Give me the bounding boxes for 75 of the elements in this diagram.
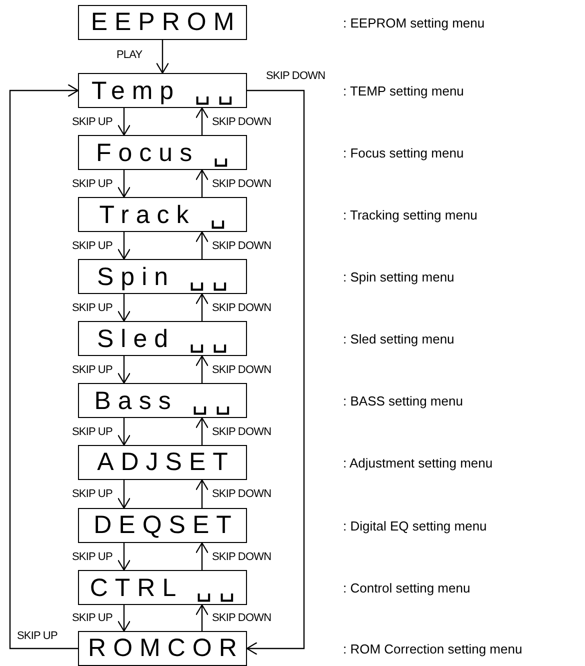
menu-description: : EEPROM setting menu — [343, 15, 485, 30]
menu-description: : TEMP setting menu — [343, 83, 464, 98]
arrow — [117, 480, 131, 509]
arrow — [117, 543, 131, 571]
arrow — [117, 294, 131, 322]
menu-box — [78, 73, 247, 108]
edge-label: SKIP UP — [72, 426, 112, 438]
menu-description: : Control setting menu — [343, 580, 470, 595]
menu-display-text: Temp ␣␣ — [90, 76, 241, 106]
menu-box — [78, 135, 247, 170]
menu-description: : ROM Correction setting menu — [343, 641, 522, 656]
menu-display-text: EEPROM — [90, 8, 242, 37]
menu-box — [78, 5, 247, 40]
edge-label: SKIP UP — [72, 612, 112, 624]
arrow — [195, 107, 209, 135]
menu-display-text: Focus ␣ — [94, 138, 236, 168]
edge-label: SKIP DOWN — [212, 364, 272, 376]
edge-label: SKIP UP — [72, 488, 112, 500]
edge-label: SKIP DOWN — [212, 240, 272, 252]
arrow — [117, 170, 131, 198]
arrow — [195, 355, 209, 383]
edge-label: PLAY — [116, 49, 142, 61]
menu-box — [78, 259, 247, 294]
arrow — [195, 169, 209, 197]
edge-label: SKIP UP — [72, 240, 112, 252]
menu-display-text: Bass ␣␣ — [93, 386, 238, 416]
edge-label: SKIP UP — [72, 178, 112, 190]
edge-label: SKIP DOWN — [212, 488, 272, 500]
edge-label: SKIP DOWN — [212, 178, 272, 190]
menu-display-text: Sled ␣␣ — [96, 324, 235, 354]
arrow — [9, 84, 79, 650]
edge-label: SKIP UP — [72, 116, 112, 128]
arrow — [156, 40, 170, 74]
menu-description: : Focus setting menu — [343, 145, 464, 160]
arrow — [246, 90, 305, 656]
arrow — [195, 479, 209, 508]
edge-label: SKIP DOWN — [212, 116, 272, 128]
arrow — [117, 356, 131, 384]
menu-box — [78, 570, 247, 605]
edge-label: SKIP DOWN — [212, 612, 272, 624]
arrow — [195, 604, 209, 631]
menu-box — [78, 445, 247, 480]
menu-box — [78, 508, 247, 543]
arrow — [195, 293, 209, 321]
arrow — [117, 605, 131, 632]
arrow — [195, 417, 209, 445]
edge-label: SKIP DOWN — [212, 302, 272, 314]
menu-description: : Sled setting menu — [343, 331, 454, 346]
menu-description: : Tracking setting menu — [343, 207, 478, 222]
arrow — [117, 108, 131, 136]
arrow — [117, 418, 131, 446]
edge-label: SKIP DOWN — [266, 70, 326, 82]
edge-label: SKIP UP — [72, 302, 112, 314]
menu-display-text: Track ␣ — [98, 200, 233, 230]
edge-label: SKIP UP — [72, 550, 112, 562]
edge-label: SKIP DOWN — [212, 426, 272, 438]
menu-description: : Digital EQ setting menu — [343, 518, 487, 533]
menu-description: : Spin setting menu — [343, 269, 454, 284]
edge-label: SKIP DOWN — [212, 550, 272, 562]
menu-box — [78, 383, 247, 418]
arrow — [195, 542, 209, 570]
menu-box — [78, 631, 247, 666]
menu-description: : Adjustment setting menu — [343, 455, 493, 470]
arrow — [195, 231, 209, 259]
menu-box — [78, 321, 247, 356]
menu-display-text: DEQSET — [92, 511, 238, 540]
arrow — [117, 232, 131, 260]
menu-display-text: ADJSET — [96, 448, 235, 477]
menu-description: : BASS setting menu — [343, 393, 463, 408]
edge-label: SKIP UP — [72, 364, 112, 376]
menu-display-text: CTRL ␣␣ — [88, 572, 242, 602]
menu-box — [78, 197, 247, 232]
edge-label: SKIP UP — [17, 630, 58, 642]
menu-display-text: ROMCOR — [87, 634, 244, 663]
menu-display-text: Spin ␣␣ — [96, 262, 235, 292]
